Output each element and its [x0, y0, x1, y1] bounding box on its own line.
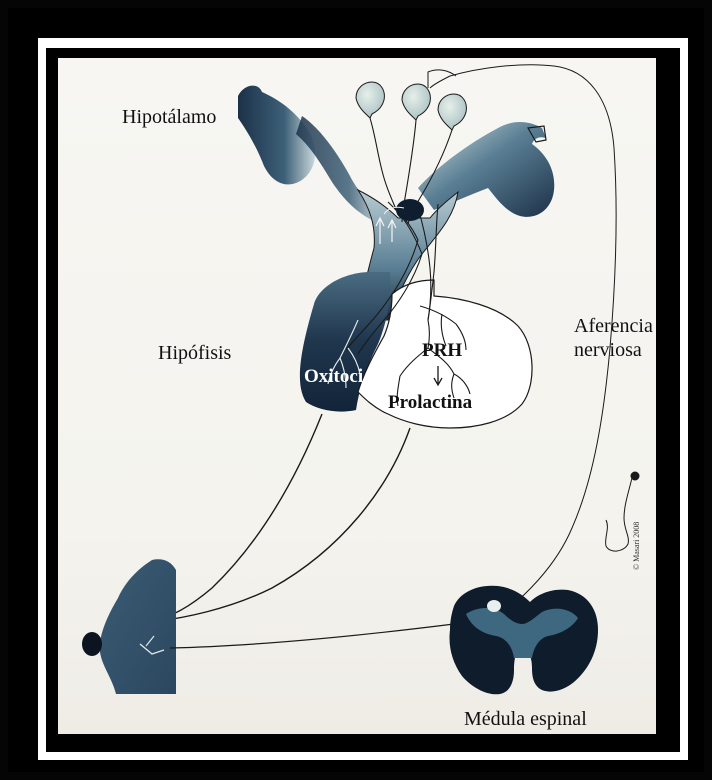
hypothalamus-right-lobe	[418, 122, 554, 217]
prolactin-blood-line	[154, 428, 410, 622]
neuron-bulb-1	[356, 82, 384, 118]
prolactin-label: Prolactina	[388, 392, 472, 414]
spinal-cord-label: Médula espinal	[464, 708, 587, 731]
copyright-label: © Masari 2008	[632, 522, 641, 570]
afferent-label-line2: nerviosa	[574, 338, 653, 362]
neuron-bulb-3	[438, 94, 466, 130]
nipple	[82, 632, 102, 656]
hypothalamus-label: Hipotálamo	[122, 106, 216, 129]
spinal-cord-highlight	[487, 600, 501, 612]
breast	[100, 559, 176, 694]
hypothalamic-nucleus	[396, 199, 424, 221]
oxytocin-blood-line	[154, 414, 322, 620]
neuron-bulb-2	[402, 84, 430, 120]
pituitary-label: Hipófisis	[158, 342, 231, 365]
afferent-nerve-label: Aferencia nerviosa	[574, 314, 653, 362]
afferent-label-line1: Aferencia	[574, 314, 653, 338]
diagram-canvas: Hipotálamo Hipófisis Oxitoci PRH Prolact…	[58, 58, 656, 734]
prh-label: PRH	[422, 340, 462, 362]
breast-to-spinal-line	[170, 624, 454, 648]
oxytocin-label: Oxitoci	[304, 366, 363, 388]
lactation-reflex-diagram	[58, 58, 656, 734]
